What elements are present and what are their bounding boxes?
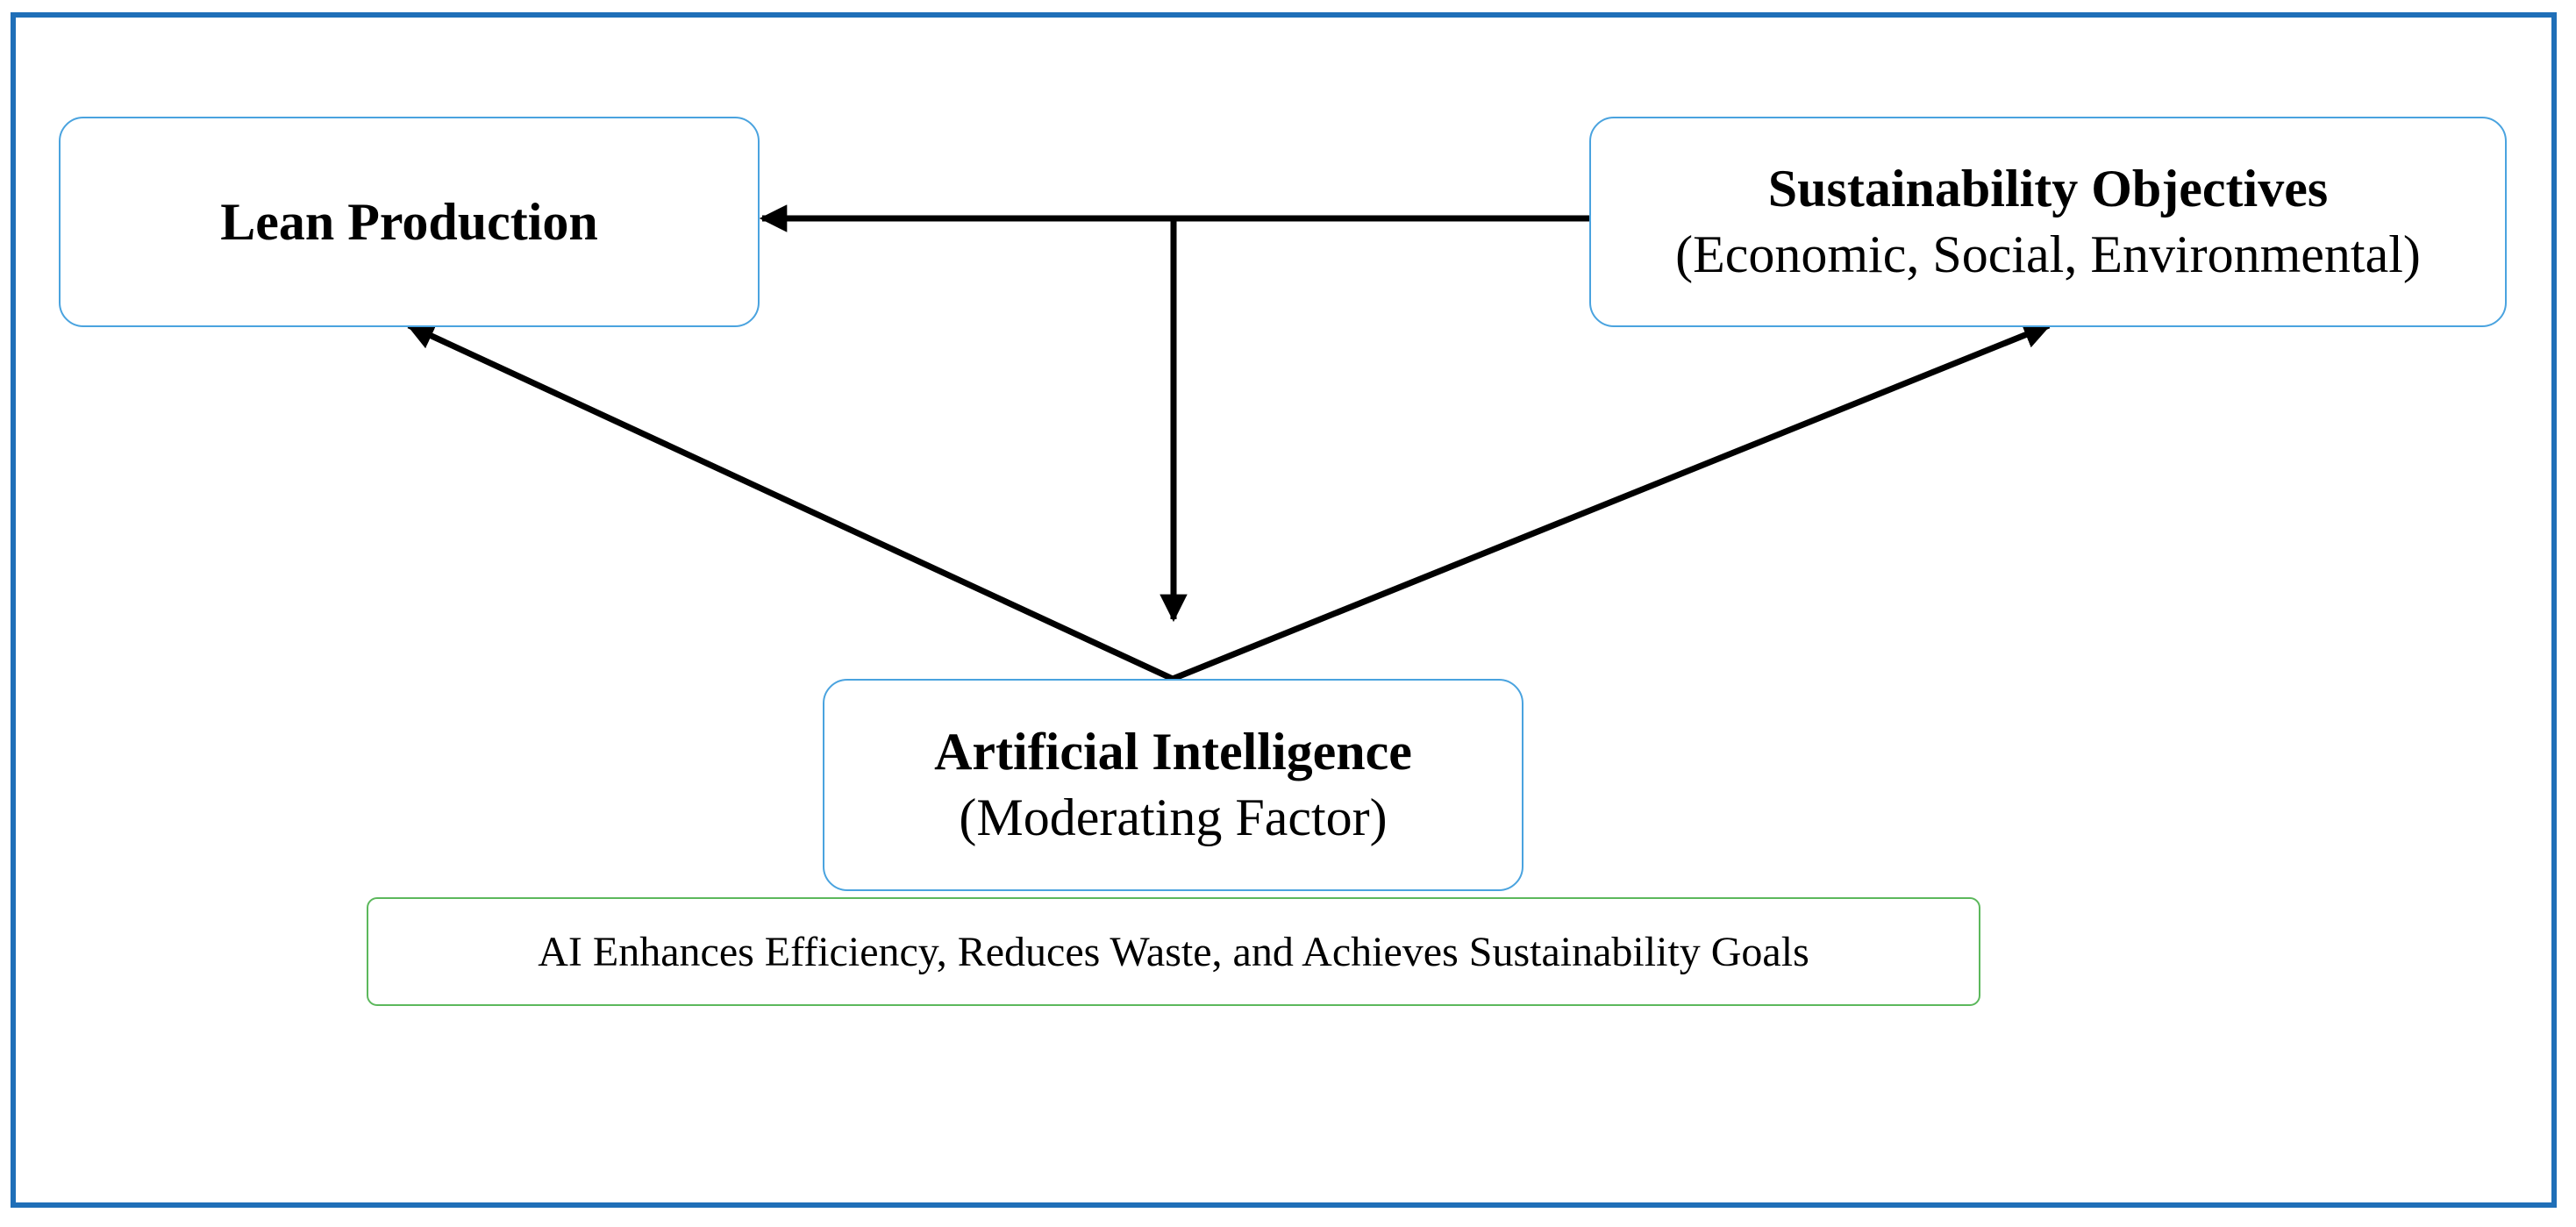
sustainability-objectives-title: Sustainability Objectives [1767, 160, 2329, 218]
arrow-ai-to-sustainability [1171, 321, 2052, 682]
artificial-intelligence-title: Artificial Intelligence [934, 723, 1412, 781]
ai-benefits-note: AI Enhances Efficiency, Reduces Waste, a… [367, 897, 1980, 1006]
arrow-ai-to-lean [406, 322, 1174, 682]
sustainability-objectives-box: Sustainability Objectives (Economic, Soc… [1589, 117, 2507, 327]
artificial-intelligence-box: Artificial Intelligence (Moderating Fact… [823, 679, 1523, 891]
lean-production-title: Lean Production [220, 192, 598, 251]
sustainability-objectives-subtitle: (Economic, Social, Environmental) [1675, 225, 2421, 283]
diagram-frame [11, 12, 2557, 1208]
lean-production-box: Lean Production [59, 117, 760, 327]
artificial-intelligence-subtitle: (Moderating Factor) [959, 788, 1388, 846]
